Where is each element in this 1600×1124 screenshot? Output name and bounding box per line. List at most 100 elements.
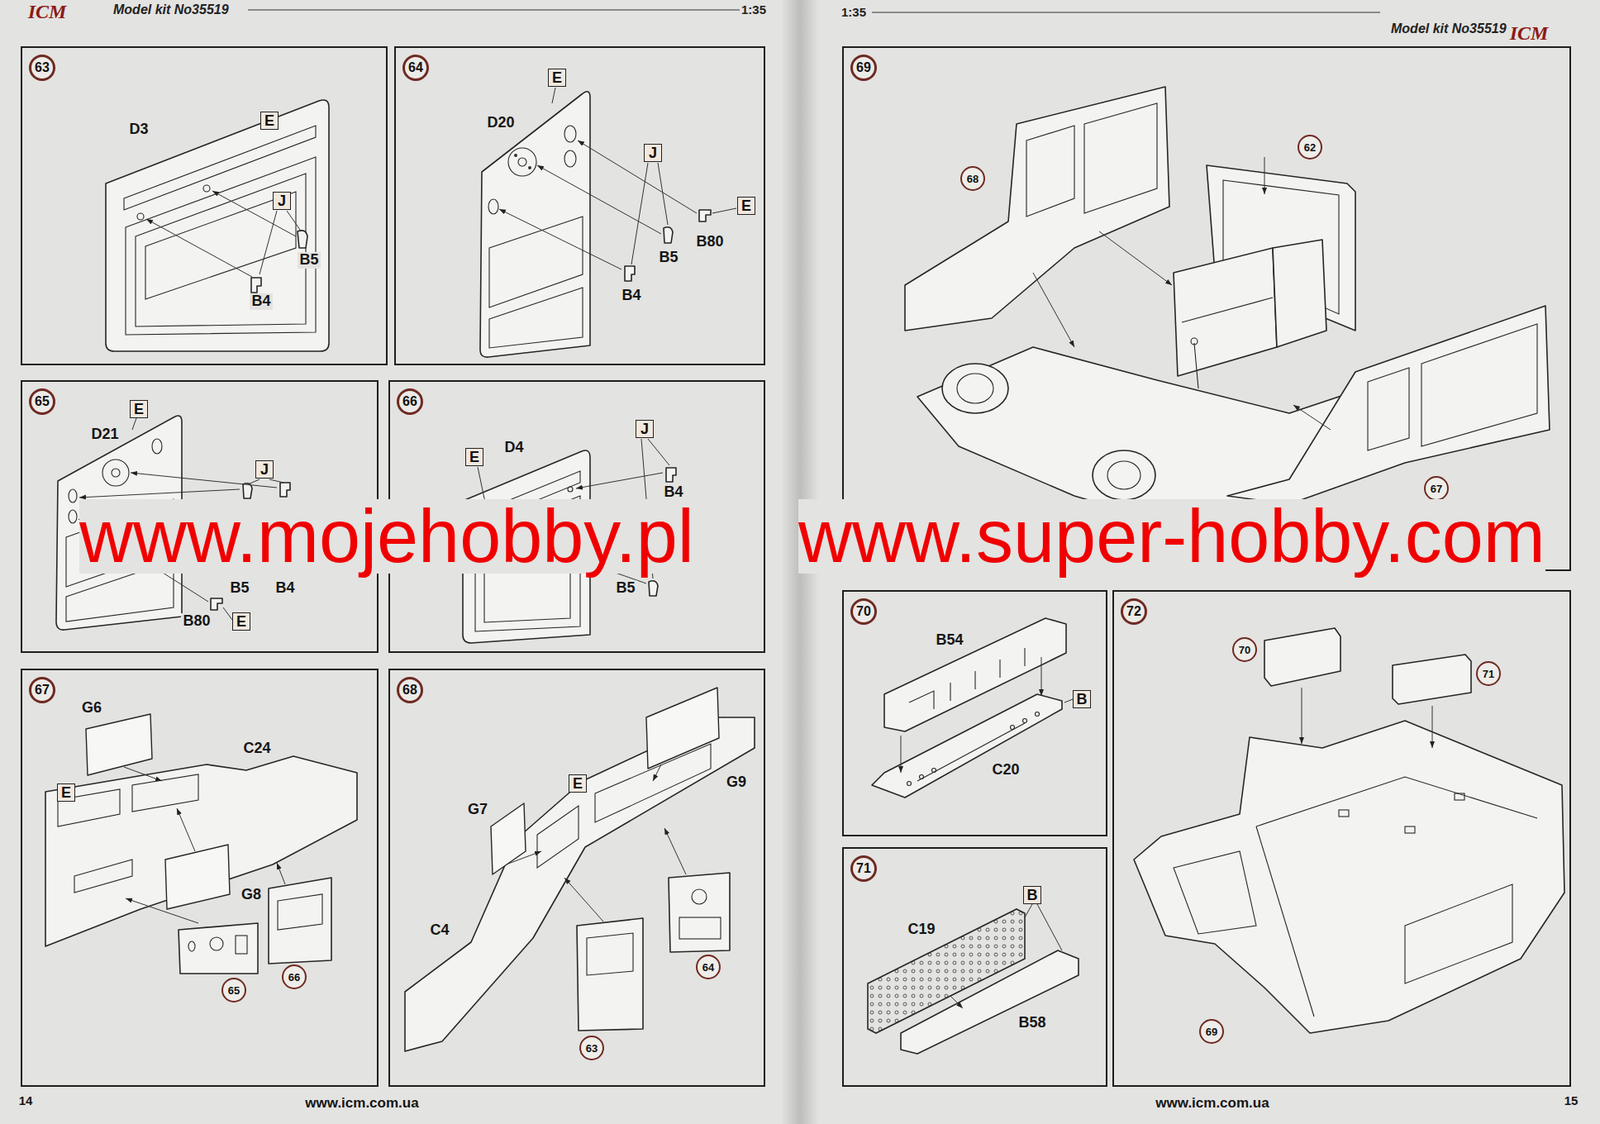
side-panel-c4 [679, 917, 721, 939]
door-panel-d4 [647, 438, 670, 466]
step-number: 70 [850, 598, 877, 625]
door-panel-d20 [663, 227, 673, 243]
seat-back-b54 [932, 768, 937, 773]
door-panel-d21 [280, 482, 291, 497]
cab-interior-assembly [1173, 247, 1277, 377]
cab-interior-assembly [1293, 404, 1331, 430]
step-reference: 62 [1297, 134, 1323, 160]
seat-base-b58 [1037, 904, 1062, 951]
door-panel-d20 [552, 87, 556, 104]
step-reference-number: 64 [702, 961, 715, 973]
door-panel-d3 [259, 210, 277, 275]
part-number: B5 [228, 580, 251, 597]
door-panel-d20 [499, 209, 622, 270]
part-number: D20 [485, 114, 516, 132]
door-panel-d4 [666, 467, 677, 482]
sprue-letter: J [648, 145, 658, 161]
cab-floor-assembly [1256, 776, 1538, 827]
step-panel: 68E6364 [388, 668, 766, 1087]
seat-back-b54 [884, 618, 1067, 732]
sprue-letter-box: E [737, 196, 756, 215]
step-panel: 70B [842, 590, 1108, 837]
cab-interior-assembly [1181, 297, 1273, 323]
scale-text: 1:35 [741, 3, 767, 18]
step-panel: 72707169 [1112, 590, 1572, 1087]
step-number: 67 [28, 676, 56, 704]
part-number: B80 [180, 613, 212, 630]
step-number: 66 [396, 388, 424, 415]
part-number: C4 [428, 922, 451, 939]
sprue-letter: J [260, 461, 269, 477]
door-panel-d3 [203, 185, 210, 192]
cab-floor-assembly [1173, 851, 1257, 934]
cab-floor-assembly [1301, 687, 1303, 744]
step-reference: 66 [281, 964, 307, 990]
scale-text: 1:35 [841, 5, 867, 20]
sprue-letter-box: E [465, 447, 484, 467]
step-reference-number: 65 [228, 985, 240, 996]
sprue-letter-box: E [260, 111, 279, 130]
header-text: Model kit No35519 [113, 2, 229, 18]
side-panel-c4 [691, 889, 707, 905]
door-panel-d3 [145, 191, 296, 300]
door-panel-d21 [269, 479, 284, 483]
side-panel-c4 [404, 687, 755, 1052]
cab-floor-assembly [1133, 720, 1565, 1034]
step-reference-number: 67 [1430, 483, 1443, 495]
door-panel-d21 [152, 438, 162, 454]
step-reference-number: 62 [1304, 142, 1316, 153]
part-number: D3 [127, 121, 150, 139]
sprue-letter-box: E [232, 612, 251, 631]
brand-logo: ICM [1509, 22, 1549, 44]
cab-floor-assembly [1432, 705, 1434, 748]
cab-interior-assembly [1084, 103, 1158, 214]
page-number: 15 [1564, 1094, 1579, 1109]
door-panel-d20 [518, 157, 527, 167]
part-number: B4 [661, 484, 685, 501]
sprue-letter-box: E [547, 68, 567, 87]
side-panel-c4 [664, 828, 686, 875]
step-number: 72 [1120, 598, 1148, 625]
side-panel-c24 [74, 859, 133, 893]
door-panel-d20 [699, 209, 711, 222]
sprue-letter: E [61, 785, 72, 800]
step-reference: 63 [579, 1035, 605, 1061]
part-number: G8 [239, 886, 263, 904]
step-number: 69 [850, 54, 877, 81]
door-panel-d20 [508, 147, 537, 177]
page-number: 14 [19, 1094, 34, 1109]
door-panel-d20 [657, 162, 668, 225]
step-reference-number: 69 [1205, 1026, 1218, 1038]
cab-interior-assembly [1227, 305, 1550, 505]
seat-base-b58 [867, 904, 1079, 1054]
step-reference: 70 [1232, 637, 1258, 662]
cab-interior-assembly [1092, 450, 1156, 500]
cab-interior-assembly [1367, 367, 1410, 451]
part-number: B4 [273, 580, 296, 597]
cab-interior-assembly [904, 86, 1550, 538]
door-panel-d21 [68, 489, 77, 503]
door-panel-d3 [286, 210, 300, 230]
side-panel-c24 [176, 808, 196, 852]
sprue-letter-box: J [255, 460, 274, 479]
door-panel-d20 [712, 208, 737, 214]
side-panel-c24 [132, 774, 199, 812]
side-panel-c4 [646, 687, 720, 769]
step-panel: 63EJ [20, 46, 388, 366]
door-panel-d3 [135, 173, 306, 327]
part-number: B5 [297, 252, 320, 269]
cab-interior-assembly [1194, 342, 1199, 389]
part-number: D4 [502, 439, 525, 457]
cab-interior-assembly [1026, 125, 1075, 217]
sprue-letter-box: B [1023, 885, 1042, 905]
door-panel-d3 [125, 157, 316, 335]
side-panel-c4 [652, 764, 662, 781]
watermark: www.super-hobby.com [798, 499, 1546, 574]
cab-floor-assembly [1404, 884, 1513, 984]
door-panel-d20 [624, 266, 635, 281]
footer-url: www.icm.com.ua [304, 1095, 419, 1112]
sprue-letter: E [469, 449, 480, 465]
cab-floor-assembly [1454, 793, 1465, 800]
cab-floor-assembly [1392, 654, 1472, 705]
seat-back-b54 [1023, 719, 1028, 724]
